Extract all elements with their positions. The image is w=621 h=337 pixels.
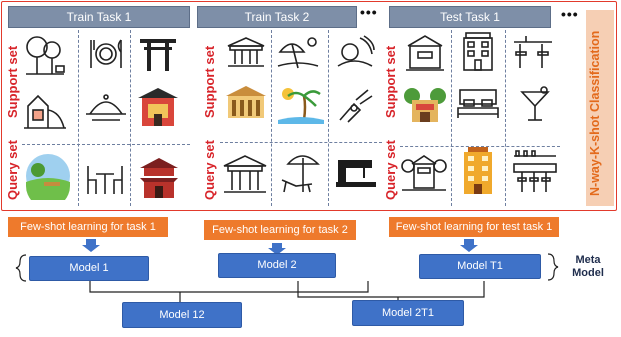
col-sep-1b xyxy=(130,30,131,206)
museum-building-icon xyxy=(226,86,266,118)
cocktail-icon xyxy=(520,86,550,121)
cafe-table-icon xyxy=(87,166,123,194)
model-1: Model 1 xyxy=(29,256,149,281)
hotel-tower-icon xyxy=(464,147,492,194)
classification-band xyxy=(586,10,614,206)
task-title-train-2: Train Task 2 xyxy=(197,6,357,28)
task-title-test-1: Test Task 1 xyxy=(389,6,551,28)
massage-hands-icon xyxy=(339,89,373,123)
learning-box-task-2: Few-shot learning for task 2 xyxy=(204,220,356,240)
massage-icon xyxy=(337,35,375,67)
sewing-machine-icon xyxy=(336,160,376,187)
bar-counter-icon xyxy=(513,150,557,192)
museum-icon xyxy=(227,37,265,67)
hotel-room-icon xyxy=(457,89,499,118)
col-sep-2b xyxy=(328,30,329,206)
model-2t1: Model 2T1 xyxy=(352,300,464,326)
park-icon xyxy=(26,36,65,75)
playground-icon xyxy=(24,94,66,129)
col-sep-3a xyxy=(451,30,452,206)
model-2: Model 2 xyxy=(218,253,336,278)
col-sep-2a xyxy=(271,30,272,206)
zoo-building-icon xyxy=(406,35,444,71)
learning-box-task-1: Few-shot learning for task 1 xyxy=(8,217,168,237)
shrine-icon xyxy=(138,88,178,126)
restaurant-cutlery-icon xyxy=(90,39,122,68)
col-sep-3b xyxy=(505,30,506,206)
divider-task1 xyxy=(22,144,190,145)
museum-sign-icon xyxy=(223,155,267,193)
zoo-entrance-icon xyxy=(401,155,447,191)
ellipsis-1: ••• xyxy=(360,4,378,20)
model-t1: Model T1 xyxy=(419,254,541,279)
park-scene-icon xyxy=(26,154,70,200)
torii-gate-icon xyxy=(140,39,176,71)
task-title-train-1: Train Task 1 xyxy=(8,6,190,28)
divider-test1 xyxy=(400,146,560,147)
divider-task2 xyxy=(220,142,382,143)
beach-chair-icon xyxy=(281,155,320,193)
pagoda-icon xyxy=(140,158,178,198)
model-12: Model 12 xyxy=(122,302,242,328)
learning-box-test-task-1: Few-shot learning for test task 1 xyxy=(389,217,559,237)
zoo-gate-icon xyxy=(404,88,446,122)
col-sep-1a xyxy=(78,30,79,206)
food-cloche-icon xyxy=(86,94,126,121)
palm-beach-icon xyxy=(278,88,324,124)
tasks-frame xyxy=(1,1,617,211)
hotel-icon xyxy=(463,32,493,71)
bar-stools-icon xyxy=(514,36,552,68)
beach-umbrella-icon xyxy=(277,37,319,69)
ellipsis-2: ••• xyxy=(561,6,579,22)
